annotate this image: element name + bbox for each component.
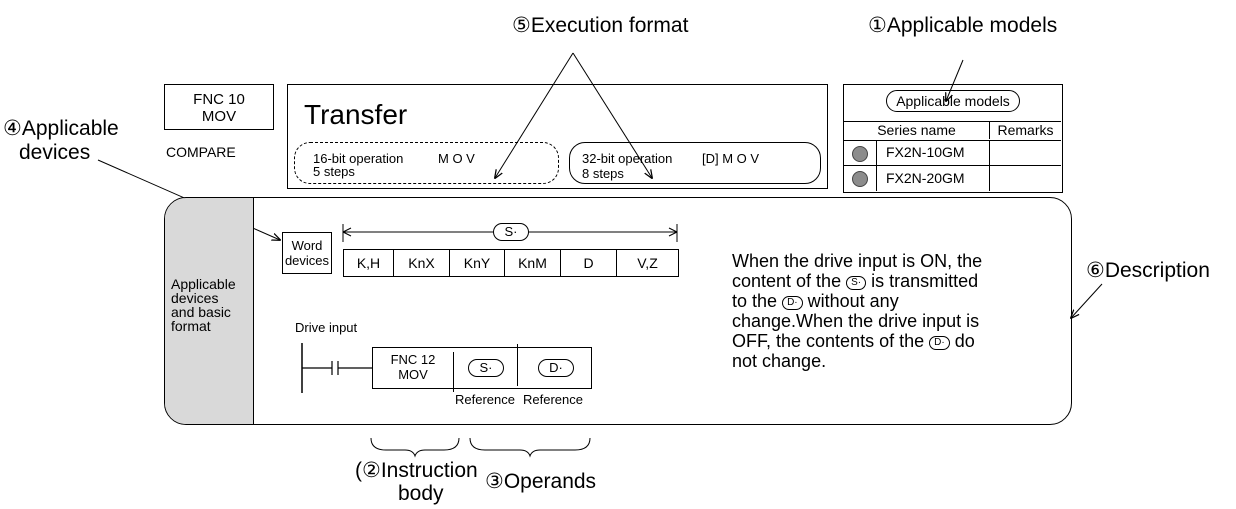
ladder-instruction-box: FNC 12 MOV S· D· xyxy=(372,344,592,392)
callout-operands: ③Operands xyxy=(485,470,597,493)
op16-steps: 5 steps xyxy=(313,164,355,179)
device-cell: KnX xyxy=(394,250,450,276)
description-text: When the drive input is ON, the content … xyxy=(732,251,983,371)
op16-box: 16-bit operation M O V 5 steps xyxy=(294,142,559,184)
main-panel: Applicable devices and basic format Word… xyxy=(164,197,1072,425)
available-dot-icon xyxy=(852,146,868,162)
callout-instruction-body-2: body xyxy=(398,482,444,505)
reference-label: Reference xyxy=(523,392,583,407)
word-devices-box: Word devices xyxy=(282,232,332,274)
description-arrow xyxy=(1071,283,1103,318)
model-remarks xyxy=(989,166,1061,191)
model-row: FX2N-10GM xyxy=(844,141,1061,165)
op32-steps: 8 steps xyxy=(582,166,624,181)
device-cell: D xyxy=(561,250,617,276)
operands-brace xyxy=(469,437,591,458)
available-dot-icon xyxy=(852,171,868,187)
fnc-number-box: FNC 10 MOV xyxy=(164,84,274,130)
model-name: FX2N-20GM xyxy=(886,170,965,186)
op16-label: 16-bit operation xyxy=(313,151,404,166)
d-symbol-icon: D· xyxy=(782,296,803,310)
callout-instruction-body-1: (②Instruction xyxy=(355,459,478,482)
op32-mnemonic: [D] M O V xyxy=(702,151,760,166)
drive-input-label: Drive input xyxy=(295,320,358,335)
model-row: FX2N-20GM xyxy=(844,166,1061,191)
ladder-fnc: FNC 12 MOV xyxy=(373,352,454,392)
fnc-mnemonic: MOV xyxy=(201,108,237,125)
exec-format-arrow-32 xyxy=(572,52,652,178)
applicable-models-box: Applicable models Series name Remarks FX… xyxy=(843,84,1063,193)
category-label: COMPARE xyxy=(166,144,236,160)
col-remarks: Remarks xyxy=(989,122,1061,139)
models-arrow xyxy=(946,59,964,101)
col-series-name: Series name xyxy=(877,122,956,138)
reference-label: Reference xyxy=(455,392,515,407)
op16-mnemonic: M O V xyxy=(438,151,475,166)
callout-applicable-devices-1: ④Applicable xyxy=(3,117,119,140)
side-label: Applicable devices and basic format xyxy=(171,276,236,334)
device-cell: K,H xyxy=(344,250,394,276)
device-table: K,H KnX KnY KnM D V,Z xyxy=(343,249,679,277)
callout-applicable-models: ①Applicable models xyxy=(868,14,1058,37)
ladder-s-symbol: S· xyxy=(468,359,504,377)
callout-execution-format: ⑤Execution format xyxy=(512,14,689,37)
device-cell: KnM xyxy=(505,250,561,276)
model-name: FX2N-10GM xyxy=(886,144,965,160)
side-label-column: Applicable devices and basic format xyxy=(165,198,254,424)
exec-format-arrow-16 xyxy=(495,52,574,178)
callout-applicable-devices-2: devices xyxy=(19,141,91,164)
device-cell: KnY xyxy=(450,250,505,276)
model-remarks xyxy=(989,141,1061,165)
fnc-number: FNC 10 xyxy=(193,91,245,108)
operand-s-symbol: S· xyxy=(493,223,529,241)
ladder-contact xyxy=(301,343,373,393)
op32-label: 32-bit operation xyxy=(582,151,673,166)
op32-box: 32-bit operation [D] M O V 8 steps xyxy=(569,142,821,184)
device-cell: V,Z xyxy=(637,255,658,271)
models-header: Applicable models xyxy=(886,90,1020,112)
d-symbol-icon: D· xyxy=(929,336,950,350)
s-symbol-icon: S· xyxy=(846,276,867,290)
instruction-title-box: Transfer 16-bit operation M O V 5 steps … xyxy=(287,84,828,189)
instruction-title: Transfer xyxy=(304,99,408,130)
callout-description: ⑥Description xyxy=(1086,259,1210,282)
instruction-body-brace xyxy=(370,437,460,458)
ladder-d-symbol: D· xyxy=(538,359,574,377)
